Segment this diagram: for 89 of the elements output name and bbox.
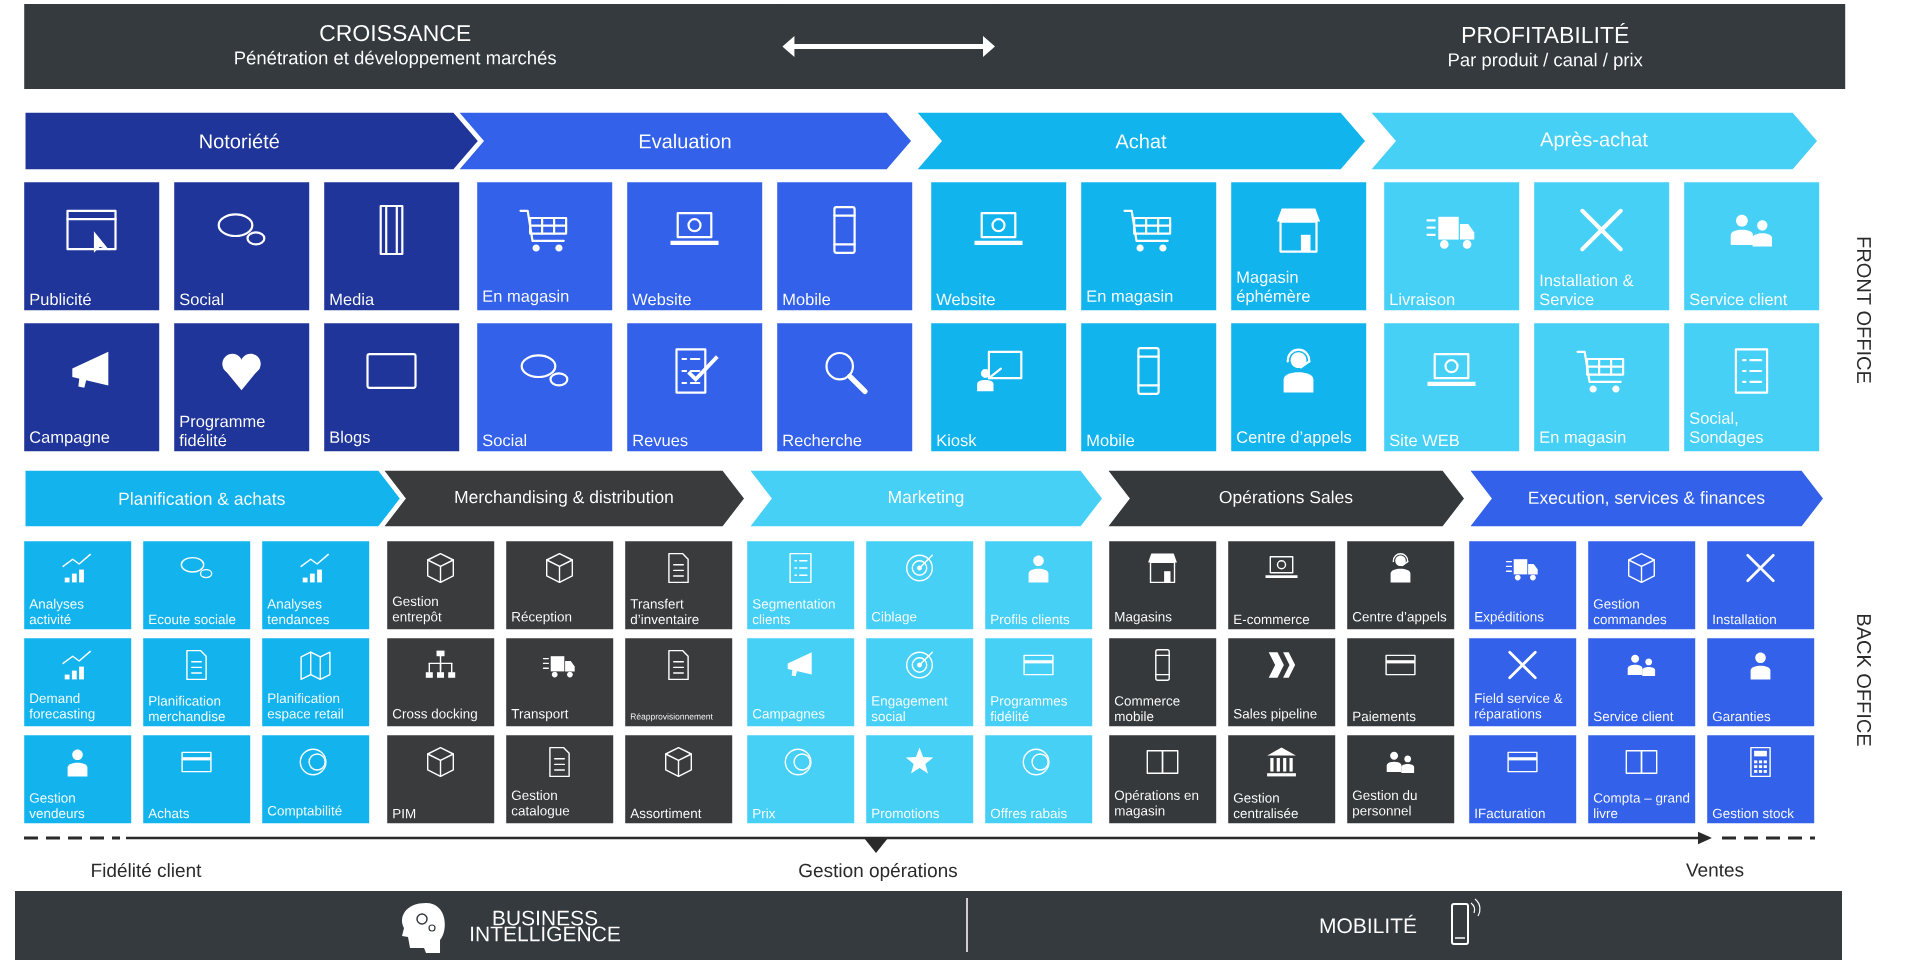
function-tile: Achats bbox=[143, 735, 251, 824]
function-tile: Promotions bbox=[866, 735, 974, 824]
function-tile: Opérations en magasin bbox=[1109, 735, 1217, 824]
function-tile: Social, Sondages bbox=[1684, 323, 1820, 452]
function-tile: Analyses tendances bbox=[262, 541, 370, 630]
phase-header: Merchandising & distribution bbox=[381, 469, 746, 528]
function-tile: Centre d’appels bbox=[1231, 323, 1367, 452]
function-tile: Gestion catalogue bbox=[506, 735, 614, 824]
function-tile: Livraison bbox=[1384, 182, 1520, 311]
node-label: Par produit / canal / prix bbox=[1449, 52, 1643, 71]
function-tile: Transfert d’inventaire bbox=[625, 541, 733, 630]
function-tile: En magasin bbox=[1081, 182, 1217, 311]
phase-header: Après-achat bbox=[1368, 111, 1819, 171]
function-tile: Expéditions bbox=[1469, 541, 1577, 630]
function-tile: Réception bbox=[506, 541, 614, 630]
function-tile: Field service & réparations bbox=[1469, 638, 1577, 727]
function-tile: Site WEB bbox=[1384, 323, 1520, 452]
function-tile: Comptabilité bbox=[262, 735, 370, 824]
function-tile: Ecoute sociale bbox=[143, 541, 251, 630]
node-label: PROFITABILITÉ bbox=[1462, 22, 1629, 44]
function-tile: Publicité bbox=[24, 182, 160, 311]
function-tile: Prix bbox=[747, 735, 855, 824]
function-tile: IFacturation bbox=[1469, 735, 1577, 824]
node-label: Pénétration et développement marchés bbox=[235, 50, 556, 69]
function-tile: Paiements bbox=[1347, 638, 1455, 727]
function-tile: Gestion commandes bbox=[1588, 541, 1696, 630]
function-tile: Social bbox=[477, 323, 613, 452]
function-tile: En magasin bbox=[1534, 323, 1670, 452]
node-label: CROISSANCE bbox=[320, 24, 471, 42]
function-tile: Gestion du personnel bbox=[1347, 735, 1455, 824]
vertical-label: BACK OFFICE bbox=[1856, 614, 1872, 746]
function-tile: Ciblage bbox=[866, 541, 974, 630]
footer-text: BUSINESS INTELLIGENCE bbox=[471, 910, 620, 942]
phase-header: Achat bbox=[914, 111, 1367, 171]
function-tile: Gestion stock bbox=[1707, 735, 1815, 824]
function-tile: Offres rabais bbox=[985, 735, 1093, 824]
function-tile: Planification merchandise bbox=[143, 638, 251, 727]
function-tile: Assortiment bbox=[625, 735, 733, 824]
function-tile: Profils clients bbox=[985, 541, 1093, 630]
function-tile: Transport bbox=[506, 638, 614, 727]
function-tile: Installation & Service bbox=[1534, 182, 1670, 311]
function-tile: En magasin bbox=[477, 182, 613, 311]
phase-header: Evaluation bbox=[456, 111, 913, 171]
function-tile: Campagnes bbox=[747, 638, 855, 727]
function-tile: Analyses activité bbox=[24, 541, 132, 630]
function-tile: Installation bbox=[1707, 541, 1815, 630]
function-tile: Sales pipeline bbox=[1228, 638, 1336, 727]
function-tile: Social bbox=[174, 182, 310, 311]
phase-header: Notoriété bbox=[24, 111, 480, 171]
function-tile: Recherche bbox=[777, 323, 913, 452]
function-tile: Commerce mobile bbox=[1109, 638, 1217, 727]
function-tile: Segmentation clients bbox=[747, 541, 855, 630]
function-tile: Programmes fidélité bbox=[985, 638, 1093, 727]
function-tile: Kiosk bbox=[931, 323, 1067, 452]
axis-label: Gestion opérations bbox=[799, 863, 958, 881]
function-tile: Magasin éphémère bbox=[1231, 182, 1367, 311]
function-tile: Service client bbox=[1684, 182, 1820, 311]
phase-header: Marketing bbox=[747, 469, 1104, 528]
function-tile: Gestion entrepôt bbox=[387, 541, 495, 630]
function-tile: Programme fidélité bbox=[174, 323, 310, 452]
function-tile: Centre d’appels bbox=[1347, 541, 1455, 630]
function-tile: Magasins bbox=[1109, 541, 1217, 630]
function-tile: Compta – grand livre bbox=[1588, 735, 1696, 824]
function-tile: Réapprovisionnement bbox=[625, 638, 733, 727]
function-tile: Mobile bbox=[1081, 323, 1217, 452]
vertical-label: FRONT OFFICE bbox=[1856, 237, 1872, 383]
function-tile: PIM bbox=[387, 735, 495, 824]
phase-header: Execution, services & finances bbox=[1467, 469, 1825, 528]
function-tile: Demand forecasting bbox=[24, 638, 132, 727]
function-tile: Media bbox=[324, 182, 460, 311]
function-tile: Gestion centralisée bbox=[1228, 735, 1336, 824]
function-tile: Garanties bbox=[1707, 638, 1815, 727]
function-tile: Campagne bbox=[24, 323, 160, 452]
function-tile: Blogs bbox=[324, 323, 460, 452]
axis-label: Fidélité client bbox=[92, 862, 202, 878]
function-tile: Revues bbox=[627, 323, 763, 452]
function-tile: Website bbox=[627, 182, 763, 311]
function-tile: Cross docking bbox=[387, 638, 495, 727]
function-tile: Service client bbox=[1588, 638, 1696, 727]
phase-header: Planification & achats bbox=[24, 469, 402, 528]
axis-label: Ventes bbox=[1686, 863, 1744, 877]
function-tile: Website bbox=[931, 182, 1067, 311]
function-tile: Planification espace retail bbox=[262, 638, 370, 727]
function-tile: Gestion vendeurs bbox=[24, 735, 132, 824]
function-tile: Engagement social bbox=[866, 638, 974, 727]
phase-header: Opérations Sales bbox=[1105, 469, 1466, 528]
function-tile: Mobile bbox=[777, 182, 913, 311]
function-tile: E-commerce bbox=[1228, 541, 1336, 630]
footer-text: MOBILITÉ bbox=[1320, 914, 1417, 934]
